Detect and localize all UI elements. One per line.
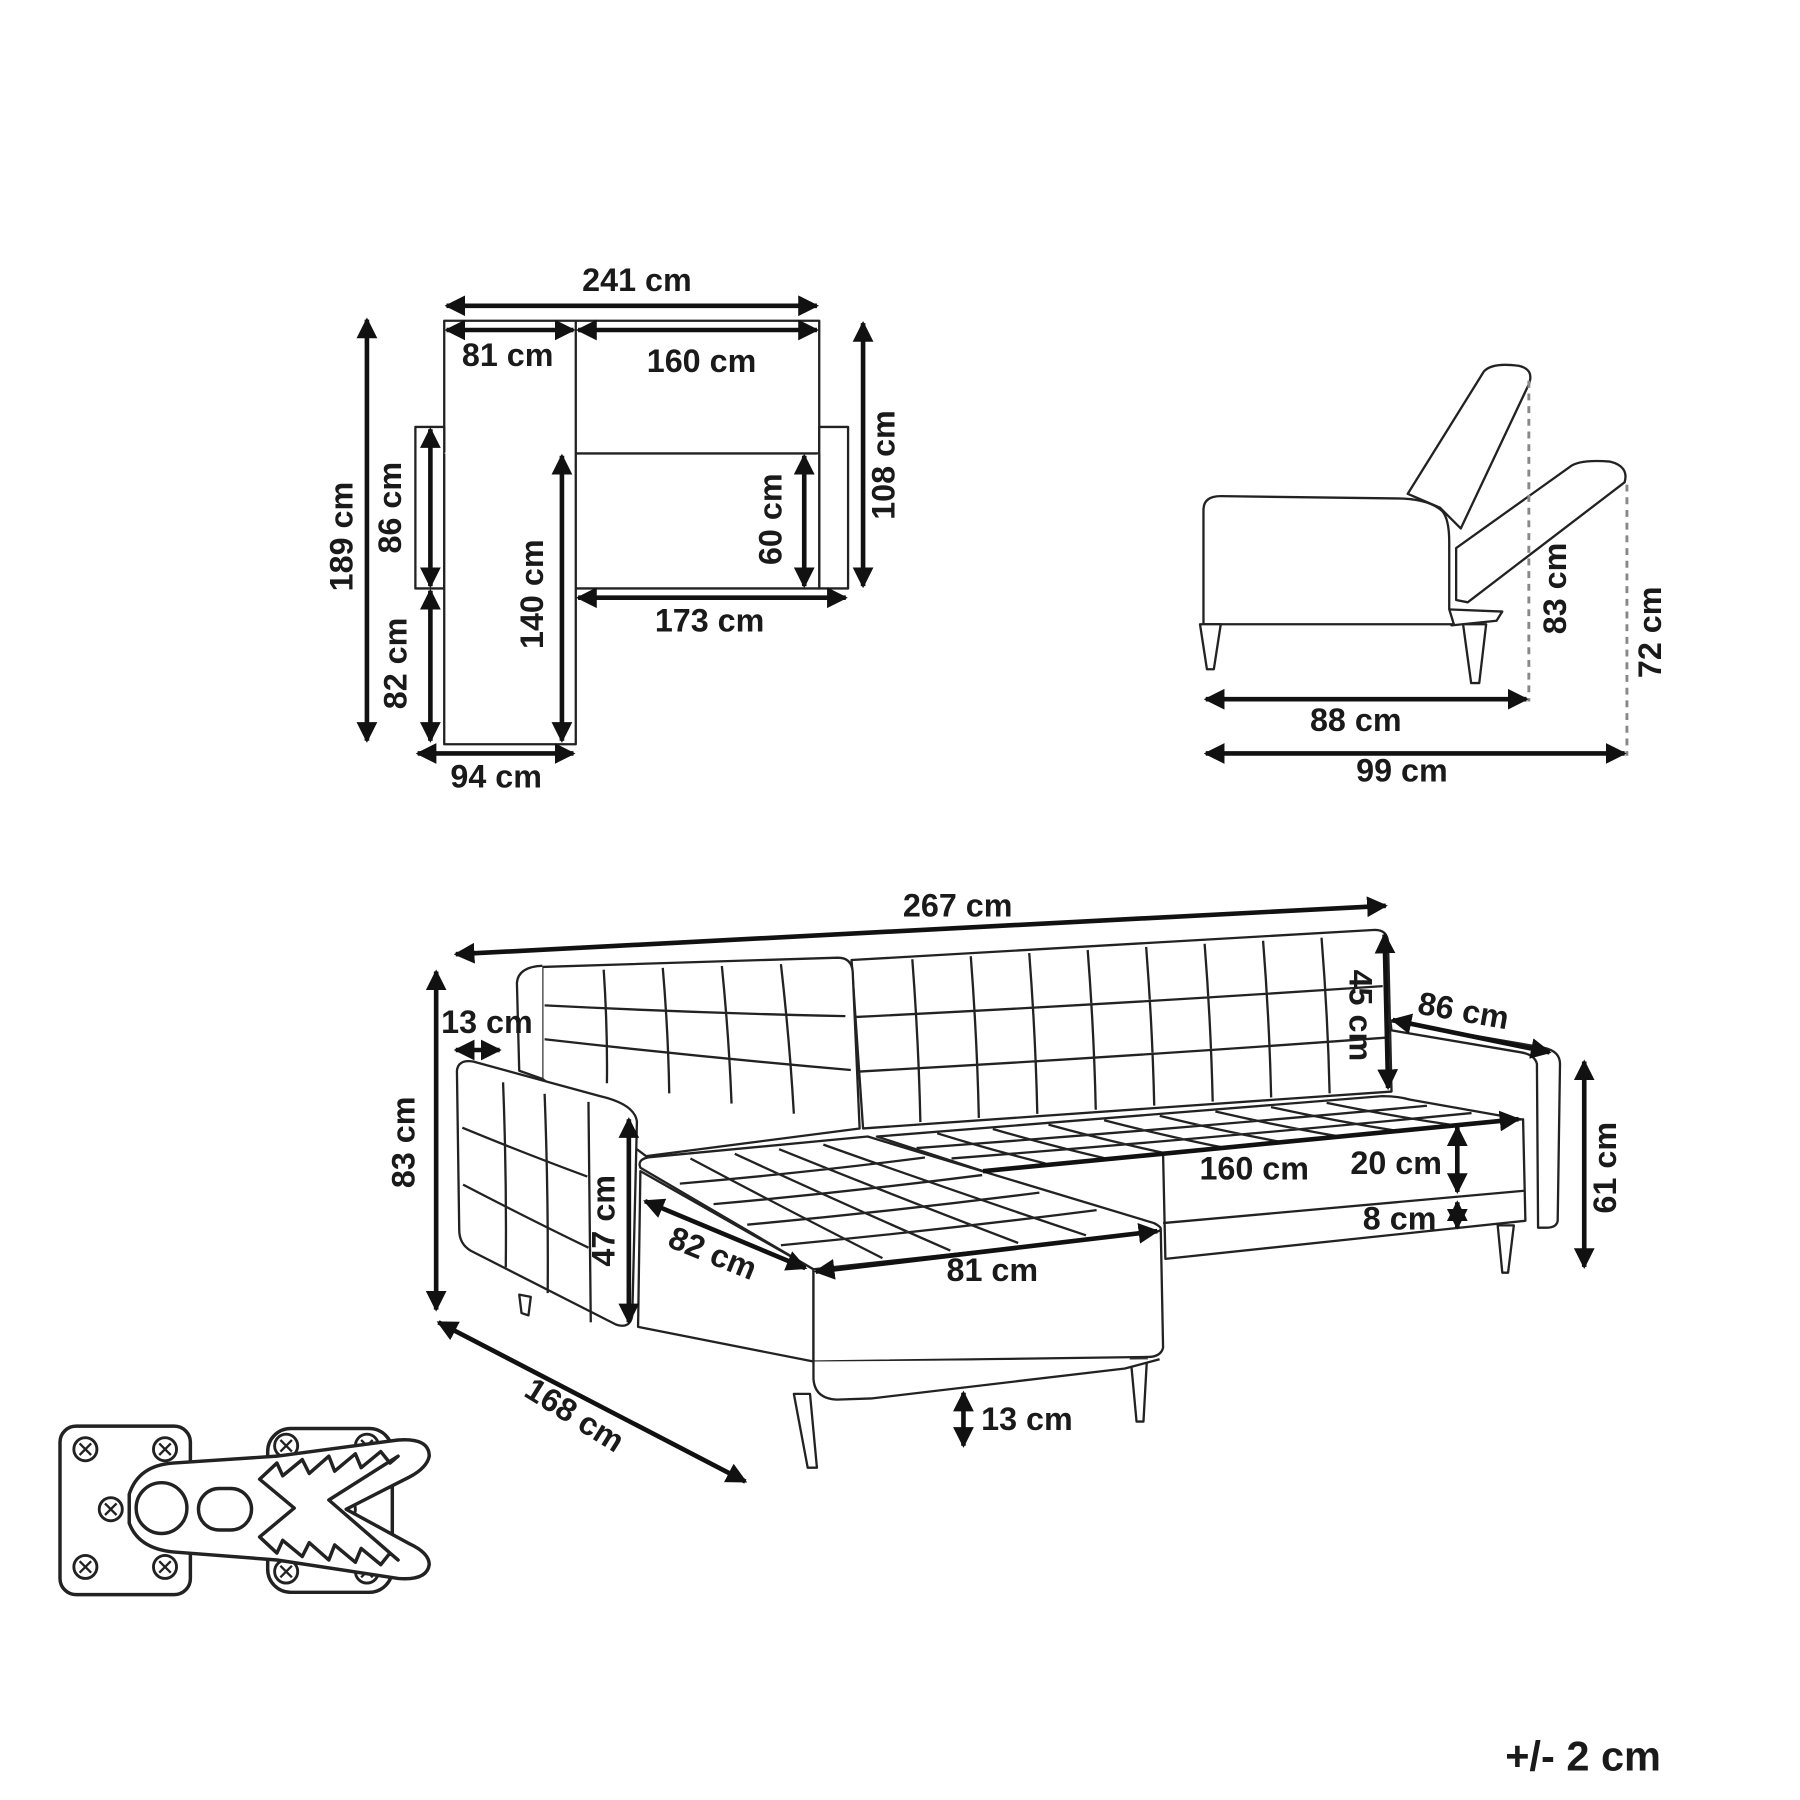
tufting-seam — [936, 1132, 1046, 1165]
dim-chaise-width — [813, 1223, 1160, 1280]
perspective-view — [455, 928, 1562, 1469]
label-plan-chaise-extension: 82 cm — [378, 618, 414, 710]
backrest-right-section — [850, 928, 1393, 1130]
screw-cross — [158, 1442, 172, 1456]
bracket-slot — [196, 1486, 254, 1532]
label-side-upright-depth: 88 cm — [1310, 702, 1402, 738]
leg-right — [1496, 1224, 1515, 1274]
dim-back-height — [1374, 932, 1399, 1091]
side-dimensions — [1203, 380, 1629, 764]
tufting-seam — [720, 965, 733, 1104]
backrest-left-tufting — [544, 964, 851, 1114]
left-armrest-inner-edge — [587, 1101, 592, 1323]
side-view — [1198, 363, 1627, 685]
tufting-seam — [1028, 952, 1039, 1114]
tufting-seam — [462, 1183, 589, 1249]
plan-right-armrest — [818, 425, 850, 590]
leg-chaise-left — [792, 1392, 819, 1469]
screw-cross — [279, 1564, 293, 1579]
label-plan-chaise-width-incl-arm: 94 cm — [450, 758, 542, 794]
label-plan-total-depth: 189 cm — [323, 482, 359, 592]
sofa-seat-tufting — [916, 1101, 1472, 1165]
tufting-seam — [543, 1093, 549, 1294]
label-plan-sofa-depth: 108 cm — [866, 410, 902, 520]
label-leg-height: 13 cm — [981, 1401, 1073, 1437]
label-plan-sofa-width: 160 cm — [647, 343, 757, 379]
label-plan-total-width: 241 cm — [582, 262, 692, 298]
tufting-seam — [544, 1004, 846, 1018]
tufting-seam — [602, 969, 609, 1084]
screw-cross — [158, 1560, 172, 1574]
tufting-seam — [859, 1036, 1386, 1073]
label-frame-height: 8 cm — [1363, 1200, 1437, 1236]
tufting-seam — [779, 964, 795, 1114]
dim-chaise-depth — [643, 1198, 808, 1271]
label-side-reclined-height: 72 cm — [1632, 587, 1668, 679]
side-front-leg — [1198, 623, 1222, 671]
tufting-seam — [1270, 1106, 1399, 1133]
tolerance-note: +/- 2 cm — [1505, 1733, 1661, 1780]
screw-cross — [78, 1442, 92, 1456]
tufting-seam — [1048, 1123, 1164, 1154]
tufting-seam — [969, 956, 980, 1118]
dim-total-width — [453, 896, 1388, 964]
label-sofa-width: 160 cm — [1199, 1151, 1309, 1187]
bracket-serrated-teeth — [257, 1449, 400, 1567]
frame-left-edge — [515, 964, 543, 1080]
dim-total-length — [436, 1320, 748, 1484]
label-side-upright-height: 83 cm — [1537, 543, 1573, 635]
tufting-seam — [679, 1156, 926, 1185]
tufting-seam — [856, 985, 1383, 1019]
label-chaise-width: 81 cm — [947, 1252, 1039, 1288]
plan-labels: 241 cm 81 cm 160 cm 189 cm 86 cm 82 cm 1… — [323, 262, 901, 794]
label-back-height: 45 cm — [1343, 970, 1379, 1062]
leg-back-left — [518, 1293, 532, 1317]
tufting-seam — [1145, 946, 1156, 1106]
tufting-seam — [951, 1111, 1472, 1160]
tufting-seam — [501, 1082, 508, 1268]
label-total-width: 267 cm — [903, 888, 1013, 924]
chaise-base-frame — [812, 1358, 1160, 1401]
side-back-leg — [1461, 623, 1488, 685]
label-plan-chaise-width: 81 cm — [462, 337, 554, 373]
label-side-reclined-depth: 99 cm — [1356, 753, 1448, 789]
tufting-seam — [461, 1126, 588, 1178]
screw-cross — [104, 1502, 118, 1516]
leg-chaise-right — [1129, 1358, 1149, 1423]
dim-sofa-width — [982, 1110, 1521, 1174]
label-seat-height: 61 cm — [1587, 1122, 1623, 1214]
tufting-seam — [1326, 1101, 1458, 1127]
label-cushion-height: 20 cm — [1350, 1145, 1442, 1181]
tufting-seam — [916, 1104, 1428, 1150]
tufting-seam — [992, 1127, 1105, 1160]
label-arm-width: 13 cm — [441, 1004, 533, 1040]
connector-bracket-icon — [58, 1424, 431, 1597]
perspective-dimensions — [425, 896, 1595, 1484]
tufting-seam — [1159, 1114, 1281, 1144]
tufting-seam — [1103, 1119, 1223, 1149]
left-armrest-tufting — [461, 1082, 589, 1294]
dim-arm-depth — [1390, 1013, 1552, 1059]
tufting-seam — [911, 959, 922, 1123]
screw-cross — [78, 1560, 92, 1574]
side-labels: 83 cm 72 cm 88 cm 99 cm — [1310, 543, 1668, 789]
label-plan-arm-depth: 86 cm — [372, 462, 408, 554]
tufting-seam — [1086, 949, 1097, 1110]
label-total-height: 83 cm — [386, 1097, 422, 1189]
plan-dimensions — [356, 295, 874, 764]
sofa-cushion-bottom-line — [1162, 1189, 1525, 1225]
tufting-seam — [544, 1038, 851, 1072]
label-arm-height: 47 cm — [585, 1175, 621, 1267]
bracket-hole — [134, 1480, 189, 1536]
side-reclined-backrest — [1454, 459, 1627, 604]
screw-cross — [279, 1439, 293, 1453]
side-sofa-body — [1202, 495, 1455, 626]
label-plan-seat-depth: 60 cm — [753, 473, 789, 565]
tufting-seam — [661, 967, 671, 1094]
label-plan-sofa-width-incl-arm: 173 cm — [655, 603, 765, 639]
label-plan-chaise-length: 140 cm — [514, 539, 550, 649]
bracket-screws — [72, 1432, 380, 1585]
tufting-seam — [1215, 1110, 1340, 1138]
